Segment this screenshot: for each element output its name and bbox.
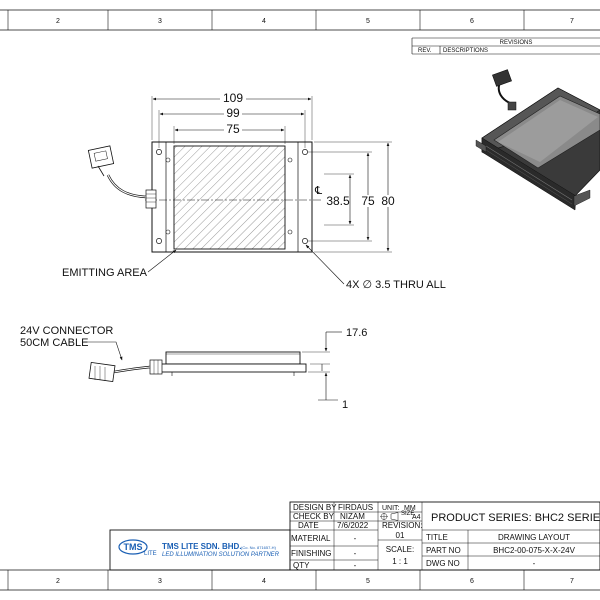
design-by-value: FIRDAUS: [338, 503, 373, 512]
zone-label: 2: [56, 578, 60, 585]
zone-label: 4: [262, 578, 266, 585]
zone-label: 7: [570, 18, 574, 25]
revisions-table: REVISIONS REV. DESCRIPTIONS: [411, 37, 600, 55]
side-base-plate: [159, 363, 307, 373]
rev-column-header: REV.: [418, 48, 432, 54]
emitting-area-hatch: [173, 145, 286, 250]
label-emitting-area: EMITTING AREA: [62, 267, 148, 279]
cable: [106, 174, 147, 199]
dwg-no-value: -: [533, 559, 536, 568]
projection-symbol-icon: [380, 512, 399, 521]
zone-label: 5: [366, 18, 370, 25]
dim-overall-width: 109: [223, 91, 243, 105]
size-label: SIZE: [401, 511, 414, 517]
top-view: 109 99 75 38.5 75 80 ℄ EMITTING AREA 4X …: [62, 91, 446, 291]
centerline-symbol: ℄: [314, 185, 322, 197]
scale-label: SCALE:: [386, 545, 414, 554]
connector: [87, 145, 115, 169]
dim-emit-height: 38.5: [326, 194, 350, 208]
label-connector-line2: 50CM CABLE: [20, 337, 88, 349]
company-reg: (Co. No. 871657-H): [241, 545, 277, 550]
zone-labels-top: 2 3 4 5 6 7: [56, 18, 574, 25]
zone-label: 3: [158, 578, 162, 585]
scale-value: 1 : 1: [392, 557, 408, 566]
check-by-value: NIZAM: [340, 512, 365, 521]
qty-value: -: [354, 561, 357, 570]
company-tagline: LED ILLUMINATION SOLUTION PARTNER: [162, 552, 280, 558]
dim-side-base: 1: [342, 399, 348, 411]
revision-label: REVISION:: [382, 521, 422, 530]
date-label: DATE: [298, 521, 319, 530]
check-by-label: CHECK BY: [293, 512, 335, 521]
finishing-label: FINISHING: [291, 549, 331, 558]
title-label: TITLE: [426, 533, 448, 542]
size-value: A4: [412, 514, 421, 521]
title-block: DESIGN BY FIRDAUS CHECK BY NIZAM DATE 7/…: [109, 501, 600, 571]
company-logo-sub: LITE: [144, 551, 157, 557]
part-no-label: PART NO: [426, 546, 461, 555]
revisions-title: REVISIONS: [500, 40, 533, 46]
zone-label: 7: [570, 578, 574, 585]
company-logo: TMS LITE: [118, 539, 157, 557]
mounting-hole: [156, 149, 162, 155]
material-value: -: [354, 534, 357, 543]
dim-side-height: 17.6: [346, 327, 367, 339]
material-label: MATERIAL: [291, 534, 331, 543]
side-view: 24V CONNECTOR 50CM CABLE 17.6 1: [20, 325, 367, 411]
title-value: DRAWING LAYOUT: [498, 533, 570, 542]
iso-connector: [492, 69, 512, 87]
zone-label: 4: [262, 18, 266, 25]
mounting-hole: [156, 238, 162, 244]
zone-label: 3: [158, 18, 162, 25]
label-mounting-holes: 4X ∅ 3.5 THRU ALL: [346, 279, 446, 291]
dim-mount-width: 99: [226, 106, 240, 120]
zone-labels-bottom: 2 3 4 5 6 7: [56, 578, 574, 585]
side-connector: [88, 361, 116, 383]
label-connector-line1: 24V CONNECTOR: [20, 325, 113, 337]
company-name: TMS LITE SDN. BHD.: [162, 542, 242, 551]
qty-label: QTY: [293, 561, 310, 570]
descriptions-column-header: DESCRIPTIONS: [443, 48, 488, 54]
part-no-value: BHC2-00-075-X-X-24V: [493, 546, 575, 555]
zone-label: 6: [470, 18, 474, 25]
company-logo-text: TMS: [124, 542, 143, 552]
finishing-value: -: [354, 549, 357, 558]
zone-label: 5: [366, 578, 370, 585]
mounting-hole: [302, 149, 308, 155]
dwg-no-label: DWG NO: [426, 559, 460, 568]
design-by-label: DESIGN BY: [293, 503, 337, 512]
zone-label: 6: [470, 578, 474, 585]
revision-value: 01: [396, 531, 405, 540]
mounting-hole: [302, 238, 308, 244]
isometric-view: [475, 69, 600, 211]
dim-overall-height: 80: [381, 194, 395, 208]
product-series: PRODUCT SERIES: BHC2 SERIES: [431, 512, 600, 524]
dim-mount-height: 75: [361, 194, 375, 208]
zone-label: 2: [56, 18, 60, 25]
date-value: 7/6/2022: [337, 521, 369, 530]
dim-emit-width: 75: [226, 122, 240, 136]
unit-label: UNIT:: [382, 505, 400, 512]
unit-value: MM: [404, 505, 416, 512]
cable-gland: [145, 189, 157, 209]
